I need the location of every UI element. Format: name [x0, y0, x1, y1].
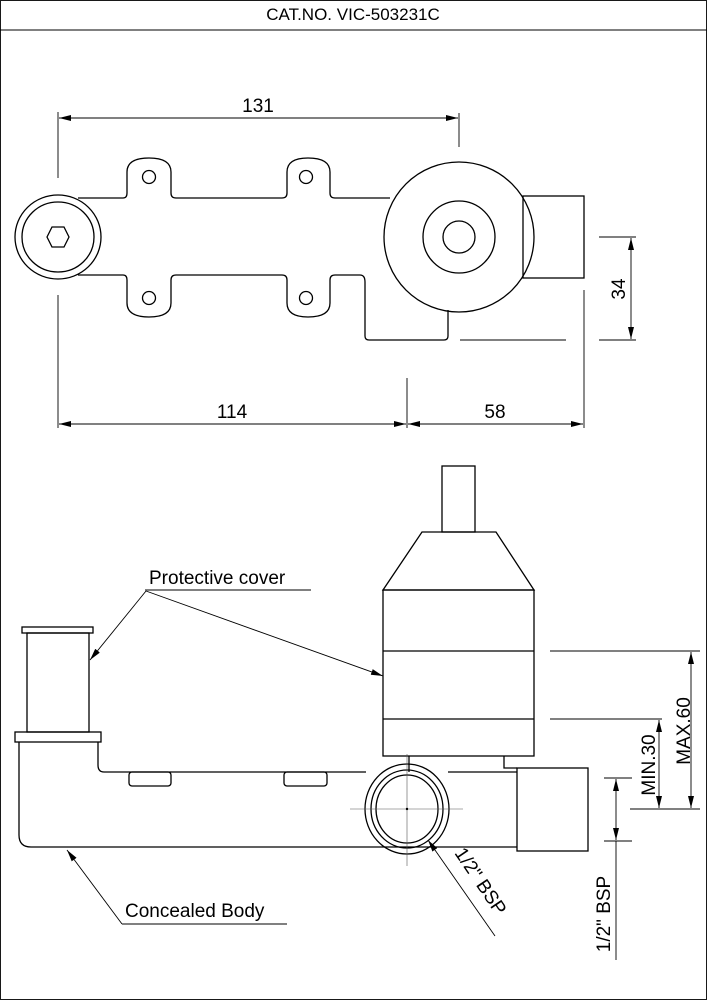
leader-line [145, 590, 384, 677]
hex-socket-icon [46, 226, 70, 248]
dimension-114: 114 [217, 402, 248, 423]
plug-outer [14, 194, 102, 280]
outlet-thread-label: 1/2" BSP [594, 876, 615, 952]
body-lug [128, 771, 172, 787]
outlet-spigot [522, 195, 585, 279]
inlet-thread-label: 1/2" BSP [450, 844, 510, 919]
protective-cover-cylinder [382, 589, 535, 757]
valve-ring [422, 200, 496, 274]
dimension-131: 131 [242, 96, 274, 117]
dimension-max-60: MAX.60 [674, 697, 695, 765]
spindle [441, 465, 476, 533]
leader-line [66, 849, 123, 925]
pipe-protective-cover [26, 632, 90, 733]
leader-line [89, 590, 147, 661]
catalog-number: CAT.NO. VIC-503231C [266, 5, 440, 24]
valve-housing [383, 161, 535, 313]
concealed-body-label: Concealed Body [125, 901, 265, 922]
concealed-body [18, 742, 517, 848]
dimension-58: 58 [484, 402, 505, 423]
mounting-hole [298, 169, 314, 185]
dimension-34: 34 [609, 278, 630, 300]
plug-inner [21, 201, 95, 273]
outlet-block [516, 767, 589, 852]
protective-cover-label: Protective cover [149, 568, 286, 589]
body-lug [283, 771, 328, 787]
cover-cone [381, 531, 536, 591]
dimension-min-30: MIN.30 [639, 734, 660, 795]
top-view: 131 34 114 58 [14, 96, 636, 428]
mounting-hole [141, 290, 157, 306]
pipe-flange [14, 731, 102, 743]
side-view: Protective cover Concealed Body 1/2" BSP… [14, 465, 700, 960]
valve-spindle [442, 220, 476, 254]
pipe-cap [21, 626, 94, 634]
cartridge-neck [408, 756, 517, 772]
center-point [405, 807, 409, 811]
mounting-plate [78, 157, 449, 341]
leader-line [427, 839, 496, 937]
mounting-hole [298, 290, 314, 306]
mounting-hole [141, 169, 157, 185]
